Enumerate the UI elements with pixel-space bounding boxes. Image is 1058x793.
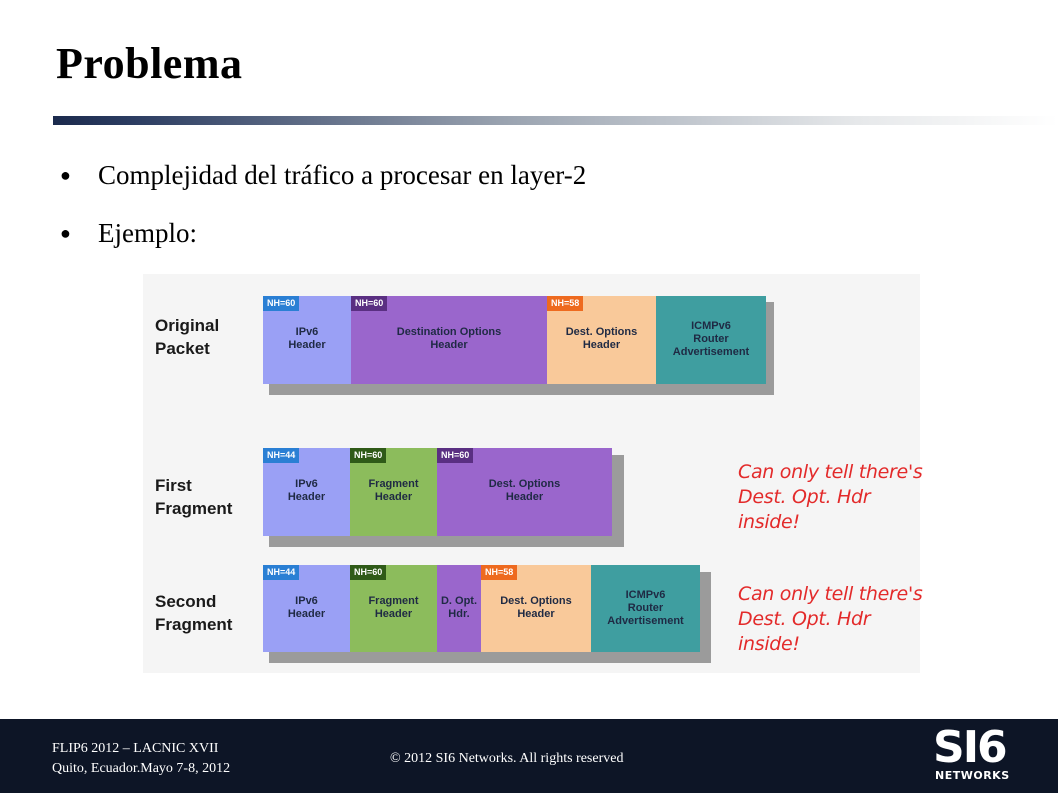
logo-sub-text: NETWORKS [935, 769, 1010, 782]
nh-tag: NH=44 [263, 565, 300, 580]
fragment-header-segment: NH=60 Fragment Header [350, 448, 437, 536]
segment-label: D. Opt. Hdr. [440, 595, 478, 620]
segment-label: Dest. Options Header [565, 326, 638, 351]
segment-label: Dest. Options Header [488, 478, 561, 503]
segment-label: Dest. Options Header [500, 595, 572, 620]
dest-options-segment: NH=58 Dest. Options Header [481, 565, 591, 652]
bullet-text: Complejidad del tráfico a procesar en la… [98, 160, 587, 190]
bullet-text: Ejemplo: [98, 218, 197, 248]
nh-tag: NH=44 [263, 448, 300, 463]
footer-event: FLIP6 2012 – LACNIC XVII [52, 741, 219, 756]
dest-options-partial-segment: D. Opt. Hdr. [437, 565, 481, 652]
ipv6-header-segment: NH=60 IPv6 Header [263, 296, 351, 384]
row-label-first-fragment: First Fragment [155, 476, 233, 518]
logo-main-text: SI6 [933, 722, 1008, 773]
row-label-second-fragment: Second Fragment [155, 592, 233, 634]
dest-options-segment: NH=58 Dest. Options Header [547, 296, 656, 384]
segment-label: IPv6 Header [288, 326, 326, 351]
row-label-original-packet: Original Packet [155, 316, 220, 358]
nh-tag: NH=60 [437, 448, 474, 463]
footer-copyright: © 2012 SI6 Networks. All rights reserved [390, 751, 624, 766]
segment-label: ICMPv6 Router Advertisement [672, 320, 750, 358]
fragmentation-diagram: Original Packet NH=60 IPv6 Header NH=60 … [143, 274, 923, 673]
nh-tag: NH=60 [350, 448, 387, 463]
handwritten-note: Can only tell there's Dest. Opt. Hdr ins… [738, 583, 923, 655]
nh-tag: NH=60 [350, 565, 387, 580]
destination-options-segment: NH=60 Destination Options Header [351, 296, 547, 384]
handwritten-note: Can only tell there's Dest. Opt. Hdr ins… [738, 461, 923, 533]
segment-label: ICMPv6 Router Advertisement [607, 589, 684, 627]
si6-networks-logo: SI6 NETWORKS [933, 723, 1013, 789]
icmpv6-segment: ICMPv6 Router Advertisement [591, 565, 700, 652]
nh-tag: NH=58 [481, 565, 518, 580]
bullet-icon: ● [60, 223, 71, 243]
icmpv6-segment: ICMPv6 Router Advertisement [656, 296, 766, 384]
segment-label: Destination Options Header [396, 326, 502, 351]
nh-tag: NH=60 [351, 296, 388, 311]
segment-label: IPv6 Header [287, 478, 326, 503]
nh-tag: NH=60 [263, 296, 300, 311]
dest-options-segment: NH=60 Dest. Options Header [437, 448, 612, 536]
ipv6-header-segment: NH=44 IPv6 Header [263, 565, 350, 652]
slide-title: Problema [56, 39, 243, 88]
ipv6-header-segment: NH=44 IPv6 Header [263, 448, 350, 536]
segment-label: IPv6 Header [287, 595, 326, 620]
fragment-header-segment: NH=60 Fragment Header [350, 565, 437, 652]
bullet-item: ● Ejemplo: [60, 213, 586, 271]
nh-tag: NH=58 [547, 296, 584, 311]
bullet-list: ● Complejidad del tráfico a procesar en … [60, 155, 586, 271]
bullet-icon: ● [60, 165, 71, 185]
title-underline [53, 116, 1058, 125]
segment-label: Fragment Header [368, 478, 419, 503]
bullet-item: ● Complejidad del tráfico a procesar en … [60, 155, 586, 213]
footer-location: Quito, Ecuador.Mayo 7-8, 2012 [52, 761, 231, 776]
segment-label: Fragment Header [368, 595, 419, 620]
slide-footer: FLIP6 2012 – LACNIC XVII Quito, Ecuador.… [0, 719, 1058, 793]
